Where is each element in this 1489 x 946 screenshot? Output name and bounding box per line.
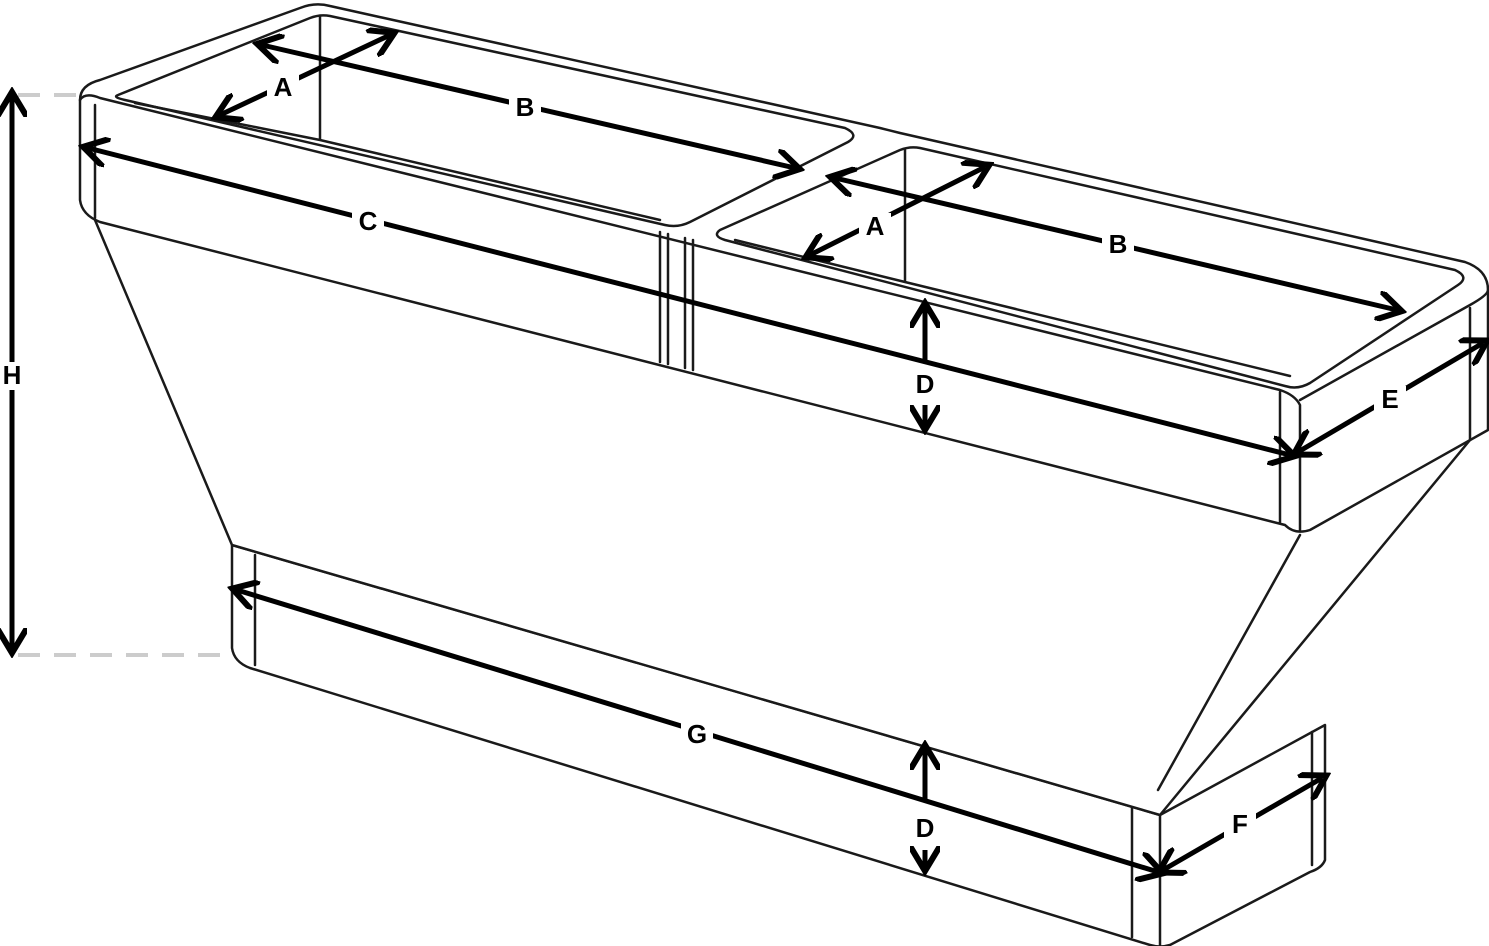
label-g: G — [687, 719, 707, 749]
label-d-top: D — [916, 369, 935, 399]
label-a-right: A — [866, 211, 885, 241]
label-h: H — [3, 360, 22, 390]
label-b-left: B — [516, 92, 535, 122]
label-d-bottom: D — [916, 813, 935, 843]
dimension-c — [88, 148, 1290, 455]
label-c: C — [359, 206, 378, 236]
label-f: F — [1232, 809, 1248, 839]
label-a-left: A — [274, 72, 293, 102]
label-e: E — [1381, 384, 1398, 414]
label-b-right: B — [1109, 229, 1128, 259]
